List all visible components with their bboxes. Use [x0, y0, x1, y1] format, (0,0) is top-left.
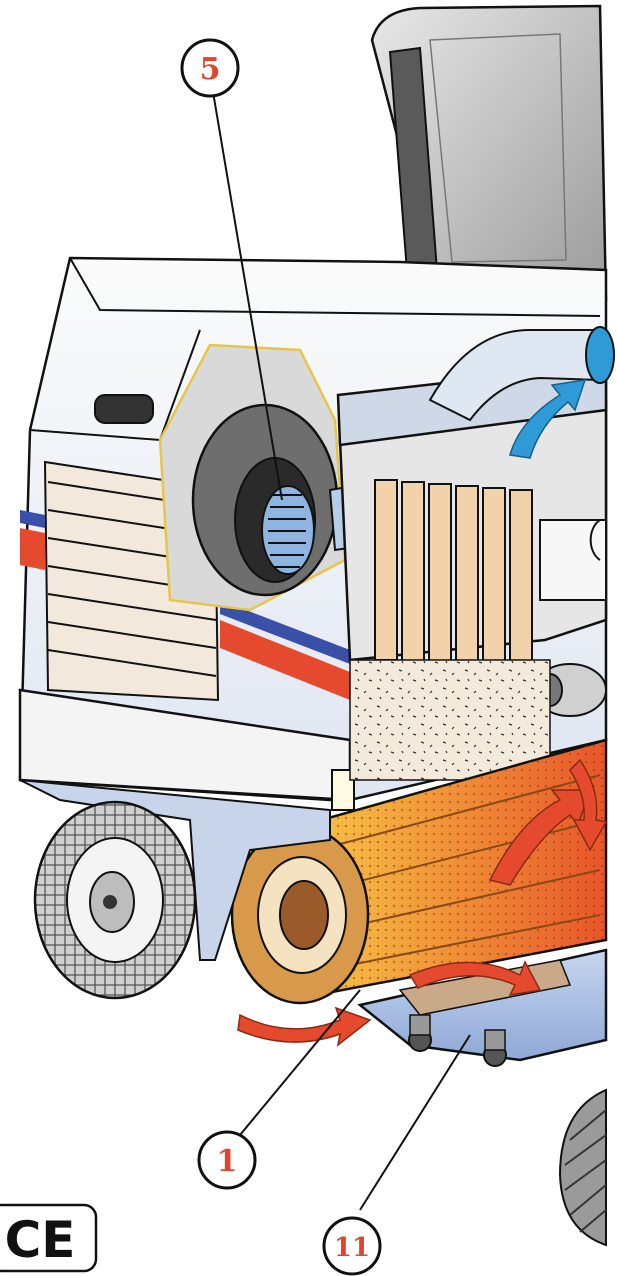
callout-11-label: 11 [334, 1233, 370, 1263]
callout-1-leader [240, 990, 360, 1135]
callout-11-leader [360, 1035, 470, 1210]
fan-impeller [262, 486, 314, 574]
callout-11: 11 [324, 1218, 380, 1274]
front-wheel [35, 802, 195, 998]
callout-5: 5 [182, 40, 238, 96]
ce-mark: CE [0, 1205, 96, 1271]
rotation-arrow-icon [238, 1008, 370, 1045]
callout-1: 1 [199, 1132, 255, 1188]
callout-5-label: 5 [200, 52, 221, 87]
rear-wheel [560, 1090, 606, 1245]
ce-mark-text: CE [5, 1211, 76, 1269]
debris-chamber [350, 660, 550, 780]
callout-1-label: 1 [217, 1144, 238, 1179]
